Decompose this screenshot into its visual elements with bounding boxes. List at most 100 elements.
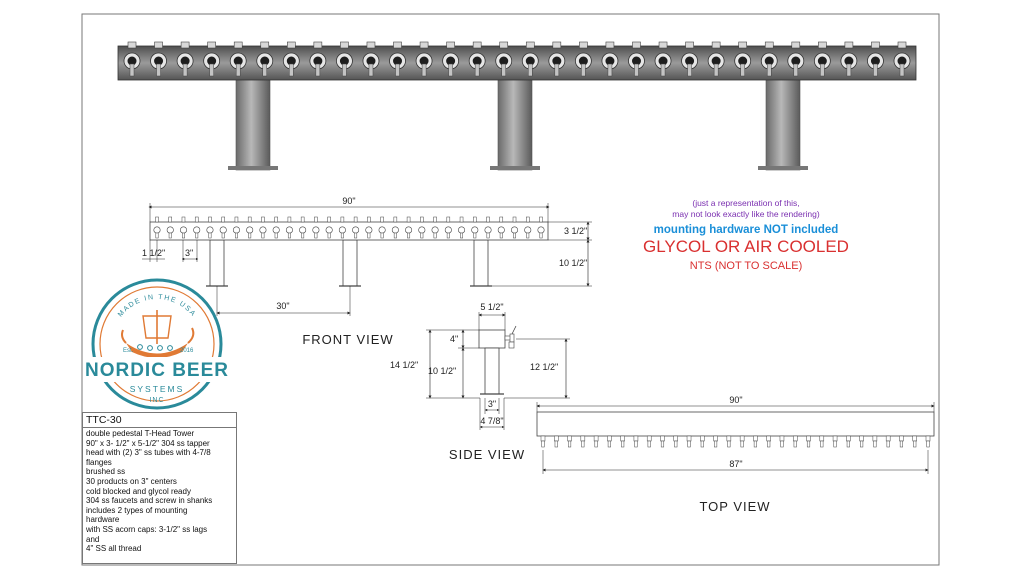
front-faucet [219,216,227,239]
render-tube-right [765,77,801,171]
render-faucet [840,41,858,77]
render-flange-left [228,166,278,170]
front-faucet [431,216,439,239]
front-faucet [352,216,360,239]
spec-line: head with (2) 3" ss tubes with 4-7/8 [86,448,211,458]
top-faucet [739,435,745,448]
side-head-height: 4" [450,334,458,344]
front-tube-spacing: 30" [276,301,289,311]
render-faucet [468,41,486,77]
spec-line: double pedestal T-Head Tower [86,429,195,438]
representation-note-line2: may not look exactly like the rendering) [672,209,820,219]
front-tube-right [473,239,489,287]
render-faucet [548,41,566,77]
render-faucet [574,41,592,77]
top-faucet [607,435,612,448]
logo-name: NORDIC BEER [85,360,229,381]
viking-ship-icon [121,310,195,358]
side-head [478,329,506,349]
render-faucet [628,41,645,77]
render-flange-middle [490,166,540,170]
front-faucet-group [153,216,545,239]
top-faucet [766,435,771,448]
top-tap-span: 87" [729,459,742,469]
front-faucet [312,216,320,239]
front-faucet [458,216,466,239]
front-faucet [285,216,293,239]
top-faucet [633,435,639,448]
logo-sub-line2: INC [149,397,164,404]
render-faucet [601,41,619,77]
side-head-width: 5 1/2" [480,302,503,312]
render-faucet [893,41,911,77]
render-faucet [203,41,221,77]
front-tap-spacing: 3" [185,248,193,258]
top-view-label: TOP VIEW [699,499,770,514]
render-faucet [389,41,406,77]
render-faucet [256,41,274,77]
spec-line: hardware [86,515,120,525]
render-faucet [813,41,831,77]
side-tube-height: 10 1/2" [428,366,456,376]
top-faucet [912,435,917,448]
render-faucet [150,41,167,77]
side-faucet-height: 12 1/2" [530,362,558,372]
spec-title: TTC-30 [83,413,236,428]
render-faucet [734,41,752,77]
top-faucet [806,435,811,448]
render-faucet [123,41,141,77]
front-faucet [484,216,492,239]
sheet-border [81,13,940,566]
render-faucet-group [123,41,911,77]
tower-rendering [117,41,917,171]
top-faucet [580,435,586,448]
top-faucet [686,435,692,448]
front-tube-left [209,239,225,287]
render-head-bar [117,45,917,81]
render-faucet [442,41,460,77]
front-view: 90" 3 1/2" 10 1/2" 1 1/2" 3" 30" FRONT V… [142,196,592,347]
render-faucet [229,41,247,77]
spec-line: flanges [86,457,112,467]
front-faucet [232,216,240,239]
front-faucet [471,216,479,239]
front-faucet [418,216,426,239]
nordic-beer-logo: MADE IN THE USA Est. 2016 NORDIC BEER SY… [85,278,229,410]
render-faucet [495,41,513,77]
logo-name-banner [89,357,225,382]
top-faucet [859,435,864,448]
render-tube-middle [497,77,533,171]
render-faucet [707,41,725,77]
top-view: 90" 87" TOP VIEW [536,395,935,514]
spec-line: with SS acorn caps: 3-1/2" ss lags [86,524,208,534]
render-faucet [415,41,433,77]
render-faucet [787,41,805,77]
side-tube-diameter: 3" [488,399,496,409]
top-faucet [713,435,718,448]
top-faucet [846,435,851,448]
top-faucet [872,435,878,448]
side-flange-diameter: 4 7/8" [480,416,503,426]
spec-line: 90" x 3- 1/2" x 5-1/2" 304 ss tapper [86,438,210,448]
front-faucet [511,216,519,239]
front-faucet [259,216,267,239]
render-faucet [282,41,300,77]
top-faucet [700,435,705,448]
spec-line: 30 products on 3" centers [86,476,177,486]
top-faucet [660,435,665,448]
spec-line: 304 ss faucets and screw in shanks [86,496,213,506]
front-tube-middle [342,239,358,287]
spec-line: brushed ss [86,467,126,477]
front-edge-offset: 1 1/2" [142,248,165,258]
top-faucet [925,435,931,448]
top-faucet [554,435,559,448]
top-faucet [646,435,652,448]
render-faucet [309,41,327,77]
top-faucet [726,435,732,448]
top-faucet [540,435,546,448]
render-faucet [336,41,353,77]
top-faucet [899,435,904,448]
render-faucet [681,41,698,77]
